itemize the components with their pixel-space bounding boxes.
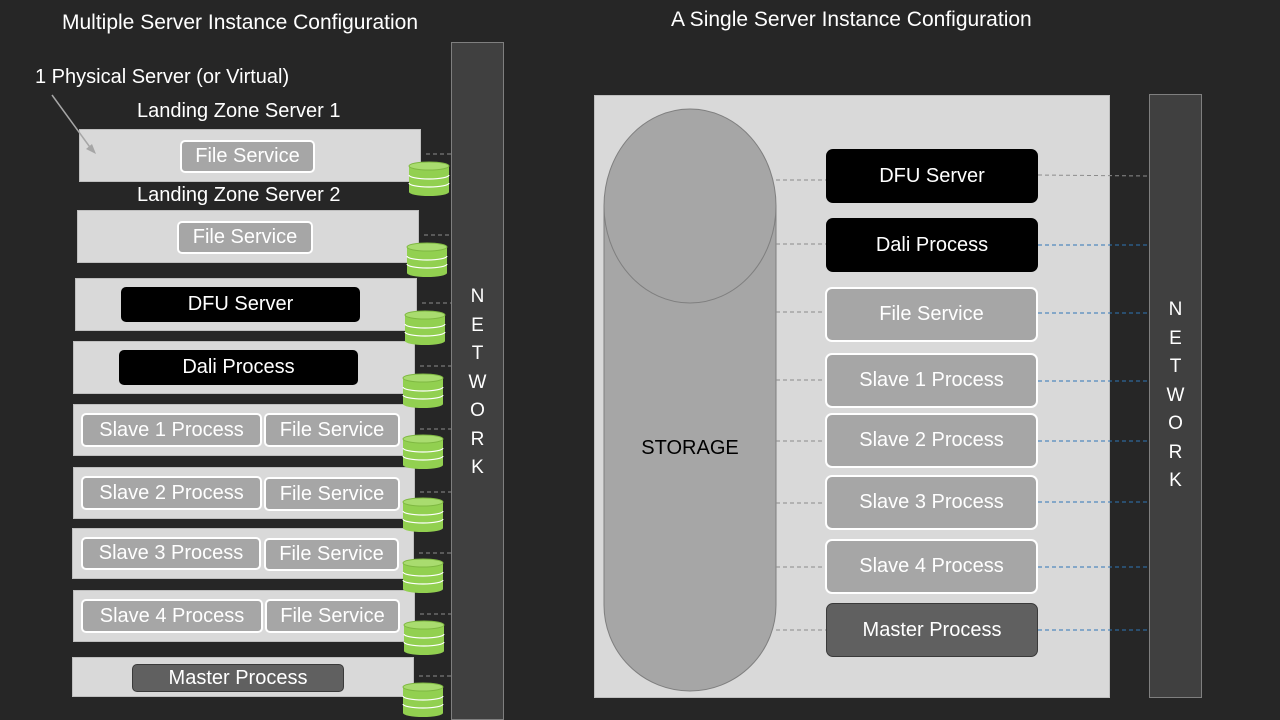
disk-icon bbox=[402, 558, 444, 593]
left-dfu-server[interactable]: DFU Server bbox=[121, 287, 360, 322]
left-slave-1-process[interactable]: Slave 1 Process bbox=[81, 413, 262, 447]
left-slave-1-file-service[interactable]: File Service bbox=[264, 413, 400, 447]
left-slave-2-process[interactable]: Slave 2 Process bbox=[81, 476, 262, 510]
storage-connectors bbox=[776, 179, 826, 631]
disk-icon bbox=[402, 497, 444, 532]
disk-icon bbox=[402, 682, 444, 717]
left-slave-4-file-service[interactable]: File Service bbox=[265, 599, 400, 633]
lz1-file-service[interactable]: File Service bbox=[180, 140, 315, 173]
right-master-process[interactable]: Master Process bbox=[826, 603, 1038, 657]
physical-server-label: 1 Physical Server (or Virtual) bbox=[35, 66, 290, 88]
storage-cylinder bbox=[603, 108, 777, 692]
landing-zone-1-label: Landing Zone Server 1 bbox=[137, 100, 341, 122]
lz2-file-service[interactable]: File Service bbox=[177, 221, 313, 254]
disk-icons bbox=[402, 161, 450, 717]
disk-icon bbox=[402, 373, 444, 408]
disk-icon bbox=[404, 310, 446, 345]
disk-icon bbox=[403, 620, 445, 655]
right-dali-process[interactable]: Dali Process bbox=[826, 218, 1038, 272]
right-slave-1-process[interactable]: Slave 1 Process bbox=[825, 353, 1038, 408]
landing-zone-2-server bbox=[77, 210, 419, 263]
right-slave-2-process[interactable]: Slave 2 Process bbox=[825, 413, 1038, 468]
right-diagram-title: A Single Server Instance Configuration bbox=[671, 8, 1032, 31]
left-dali-process[interactable]: Dali Process bbox=[119, 350, 358, 385]
storage-label: STORAGE bbox=[641, 437, 739, 459]
right-slave-4-process[interactable]: Slave 4 Process bbox=[825, 539, 1038, 594]
right-file-service[interactable]: File Service bbox=[825, 287, 1038, 342]
right-slave-3-process[interactable]: Slave 3 Process bbox=[825, 475, 1038, 530]
left-slave-2-file-service[interactable]: File Service bbox=[264, 477, 400, 511]
landing-zone-2-label: Landing Zone Server 2 bbox=[137, 184, 341, 206]
disk-icon bbox=[402, 434, 444, 469]
pointer-arrow bbox=[51, 94, 96, 154]
left-slave-3-file-service[interactable]: File Service bbox=[264, 538, 399, 571]
right-dfu-server[interactable]: DFU Server bbox=[826, 149, 1038, 203]
left-slave-3-process[interactable]: Slave 3 Process bbox=[81, 537, 261, 570]
left-diagram-title: Multiple Server Instance Configuration bbox=[62, 11, 419, 34]
network-connectors bbox=[1037, 174, 1150, 631]
left-connectors bbox=[419, 153, 451, 677]
left-slave-4-process[interactable]: Slave 4 Process bbox=[81, 599, 263, 633]
disk-icon bbox=[408, 161, 450, 196]
disk-icon bbox=[406, 242, 448, 277]
left-master-process[interactable]: Master Process bbox=[132, 664, 344, 692]
